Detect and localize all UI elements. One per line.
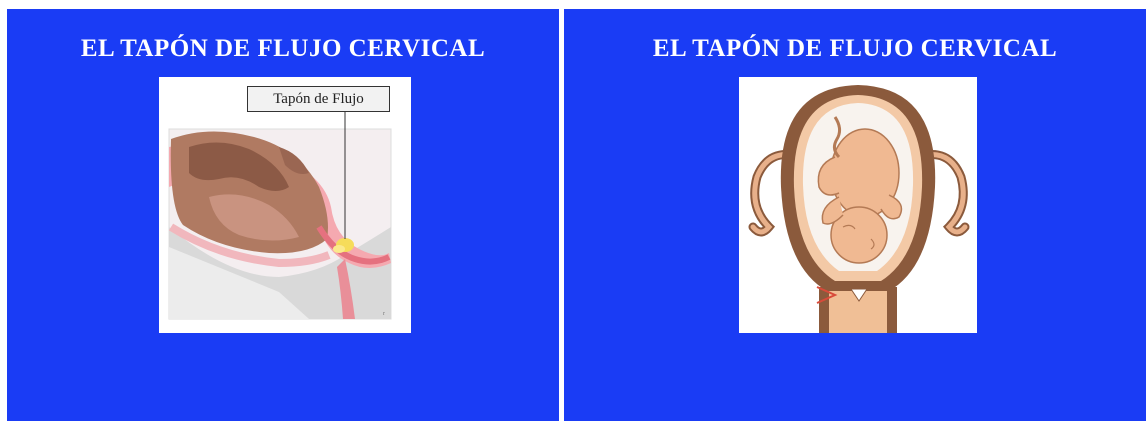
cervix-illustration: r Tapón de Flujo (159, 77, 411, 333)
slide-title-left: EL TAPÓN DE FLUJO CERVICAL (80, 35, 486, 62)
cervix-cross-section-image: r (159, 77, 411, 333)
fetus-illustration (739, 77, 977, 333)
svg-text:r: r (383, 311, 385, 317)
slide-right: EL TAPÓN DE FLUJO CERVICAL (564, 9, 1146, 421)
callout-label: Tapón de Flujo (247, 86, 390, 112)
fetus-in-uterus-image (739, 77, 977, 333)
slide-left: EL TAPÓN DE FLUJO CERVICAL (7, 9, 559, 421)
slide-title-right: EL TAPÓN DE FLUJO CERVICAL (652, 35, 1058, 62)
